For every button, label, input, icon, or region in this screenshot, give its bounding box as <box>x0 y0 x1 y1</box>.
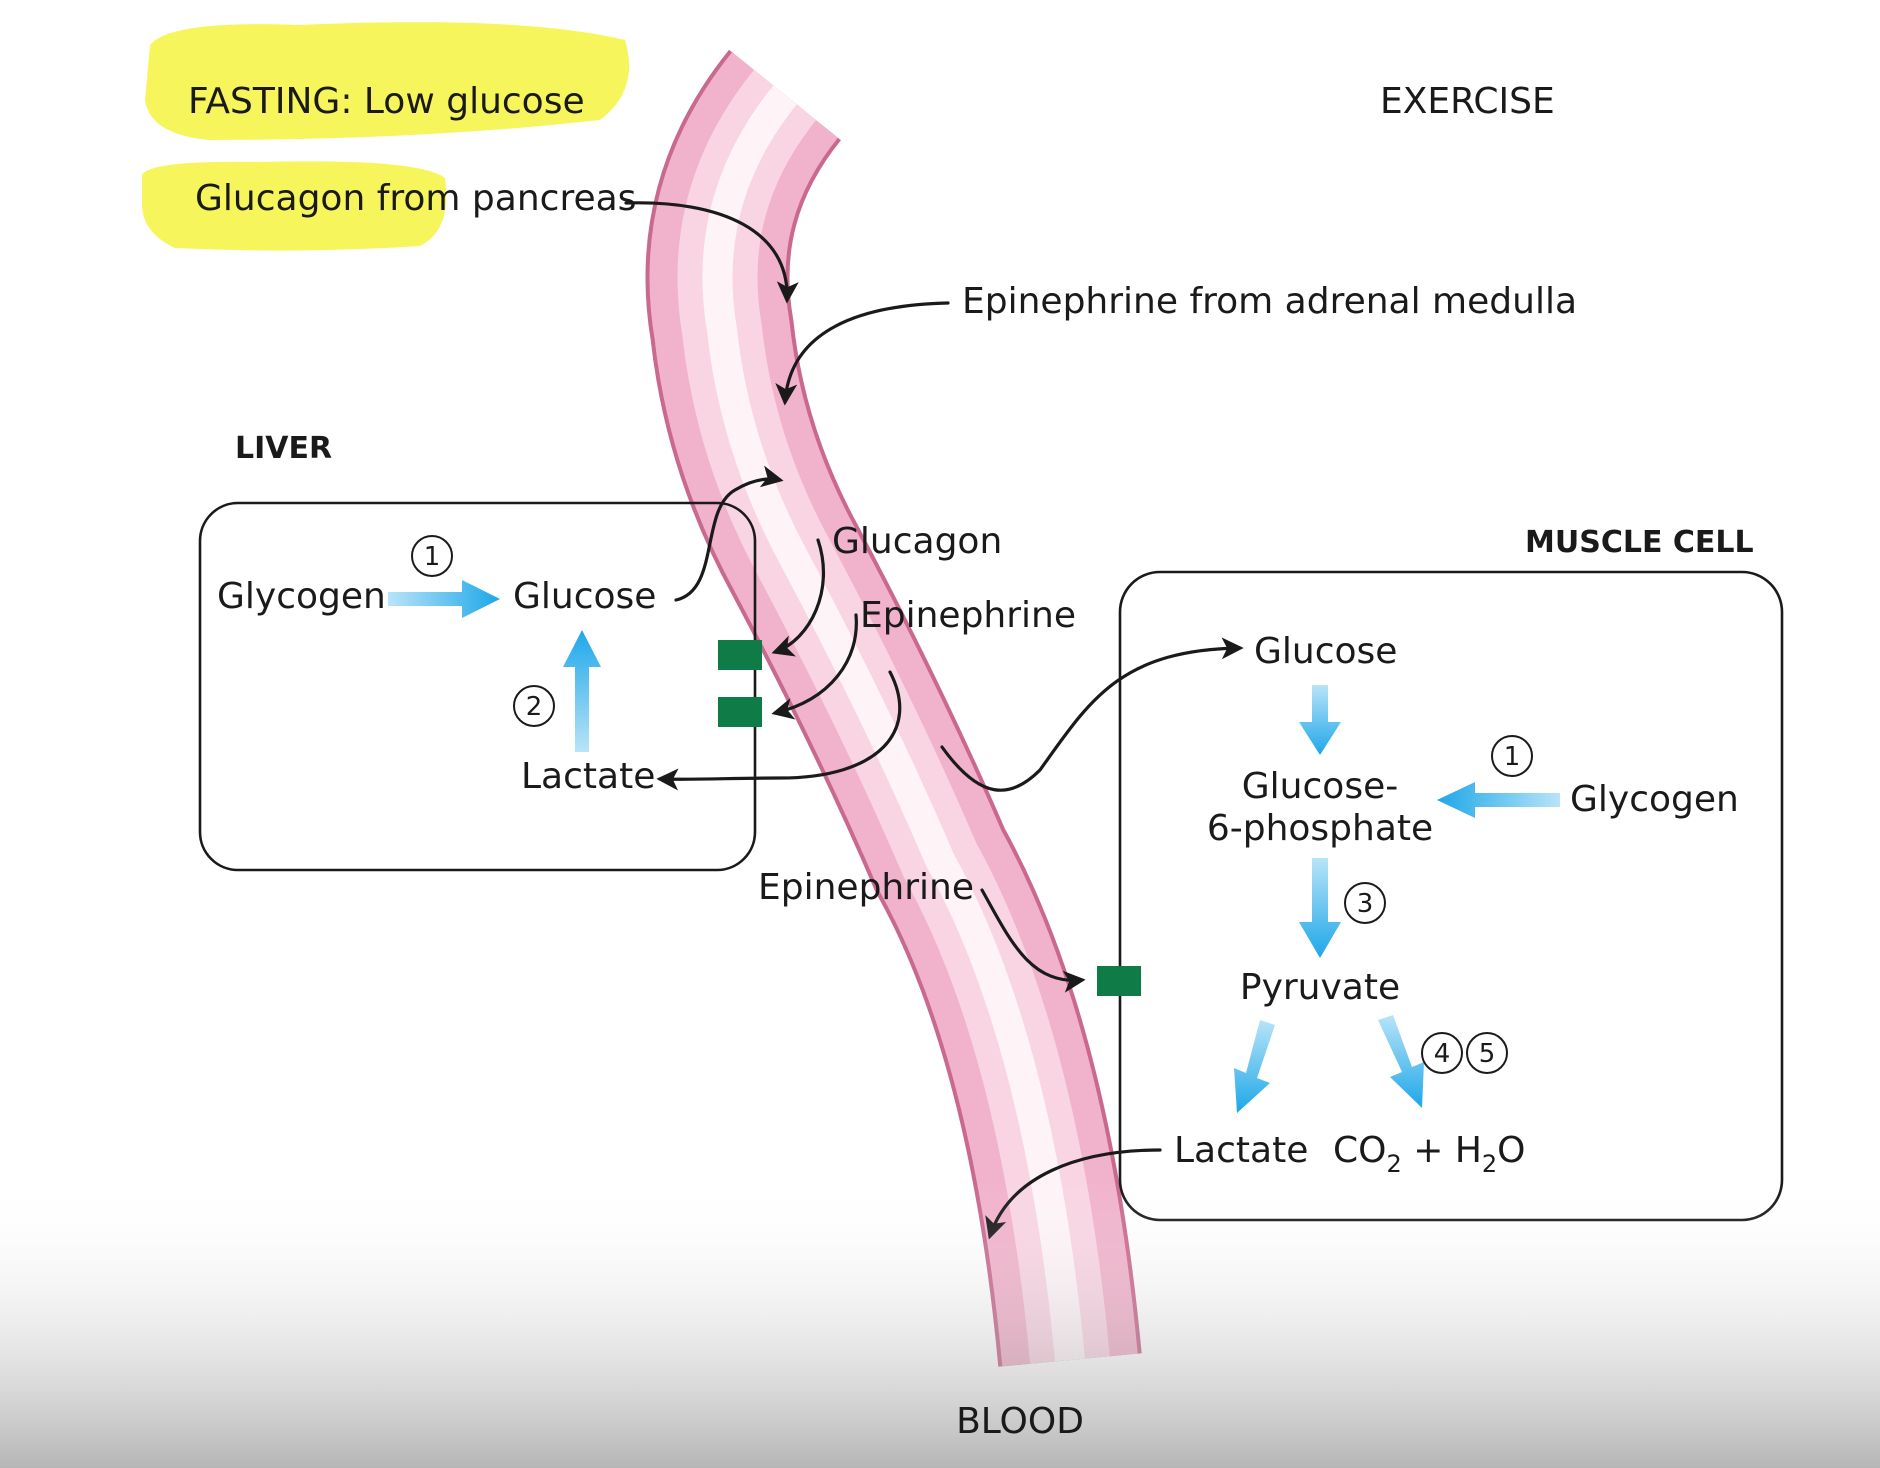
liver-arrow-glycogen-to-glucose <box>388 580 500 618</box>
muscle-arrow-pyruvate-to-co2 <box>1378 1015 1424 1108</box>
liver-step2: 2 <box>526 692 543 722</box>
blood-label: BLOOD <box>956 1401 1084 1442</box>
blood-vessel-center <box>702 85 1085 1362</box>
muscle-pyruvate: Pyruvate <box>1240 967 1400 1008</box>
bottom-fade-overlay <box>0 1180 1880 1468</box>
muscle-arrow-g6p-to-pyruvate <box>1299 858 1341 958</box>
liver-glucose: Glucose <box>513 576 656 617</box>
muscle-step3: 3 <box>1357 889 1374 919</box>
arrow-glucagon-to-liver-receptor <box>771 538 826 657</box>
arrow-blood-lactate-to-liver <box>656 670 902 791</box>
muscle-title: MUSCLE CELL <box>1525 525 1754 560</box>
muscle-arrow-glucose-to-g6p <box>1299 685 1341 755</box>
muscle-lactate: Lactate <box>1174 1130 1308 1171</box>
highlight-glucagon <box>141 161 447 251</box>
liver-arrow-lactate-to-glucose <box>563 630 601 752</box>
fasting-label: FASTING: Low glucose <box>188 81 585 122</box>
liver-lactate: Lactate <box>521 756 655 797</box>
blood-glucagon-label: Glucagon <box>832 521 1002 562</box>
muscle-epinephrine-receptor <box>1097 966 1141 996</box>
liver-title: LIVER <box>235 431 332 466</box>
muscle-box <box>1118 570 1784 1222</box>
liver-glycogen: Glycogen <box>217 576 386 617</box>
arrow-epinephrine-to-muscle-receptor <box>980 888 1086 993</box>
muscle-g6p-line2: 6-phosphate <box>1207 808 1433 849</box>
glucagon-source-label: Glucagon from pancreas <box>195 178 636 219</box>
exercise-label: EXERCISE <box>1380 81 1555 122</box>
liver-glucagon-receptor <box>718 640 762 670</box>
muscle-step3-circle <box>1344 882 1386 924</box>
muscle-glucose: Glucose <box>1254 631 1397 672</box>
muscle-step1-circle <box>1491 735 1533 777</box>
muscle-step4-circle <box>1421 1032 1463 1074</box>
muscle-step5-circle <box>1466 1032 1508 1074</box>
muscle-arrow-glycogen-to-g6p <box>1437 782 1560 818</box>
arrow-blood-glucose-to-muscle <box>940 637 1244 792</box>
liver-epinephrine-receptor <box>718 697 762 727</box>
muscle-glycogen: Glycogen <box>1570 779 1739 820</box>
muscle-g6p-line1: Glucose- <box>1242 766 1398 807</box>
liver-step1: 1 <box>424 542 441 572</box>
blood-epinephrine-lower-label: Epinephrine <box>758 867 974 908</box>
arrow-epinephrine-into-blood <box>775 301 950 406</box>
liver-step2-circle <box>513 685 555 727</box>
epinephrine-source-label: Epinephrine from adrenal medulla <box>962 281 1577 322</box>
muscle-arrow-pyruvate-to-lactate <box>1234 1020 1275 1113</box>
muscle-co2-h2o: CO2 + H2O <box>1333 1130 1526 1178</box>
highlight-fasting <box>145 22 630 141</box>
blood-epinephrine-upper-label: Epinephrine <box>860 595 1076 636</box>
arrow-liver-glucose-to-blood <box>674 465 784 602</box>
arrow-glucagon-into-blood <box>624 201 799 304</box>
muscle-step1: 1 <box>1504 742 1521 772</box>
muscle-step5: 5 <box>1479 1039 1496 1069</box>
muscle-step4: 4 <box>1434 1039 1451 1069</box>
liver-step1-circle <box>411 535 453 577</box>
arrow-epinephrine-to-liver-receptor <box>771 613 858 720</box>
liver-box <box>198 501 757 872</box>
